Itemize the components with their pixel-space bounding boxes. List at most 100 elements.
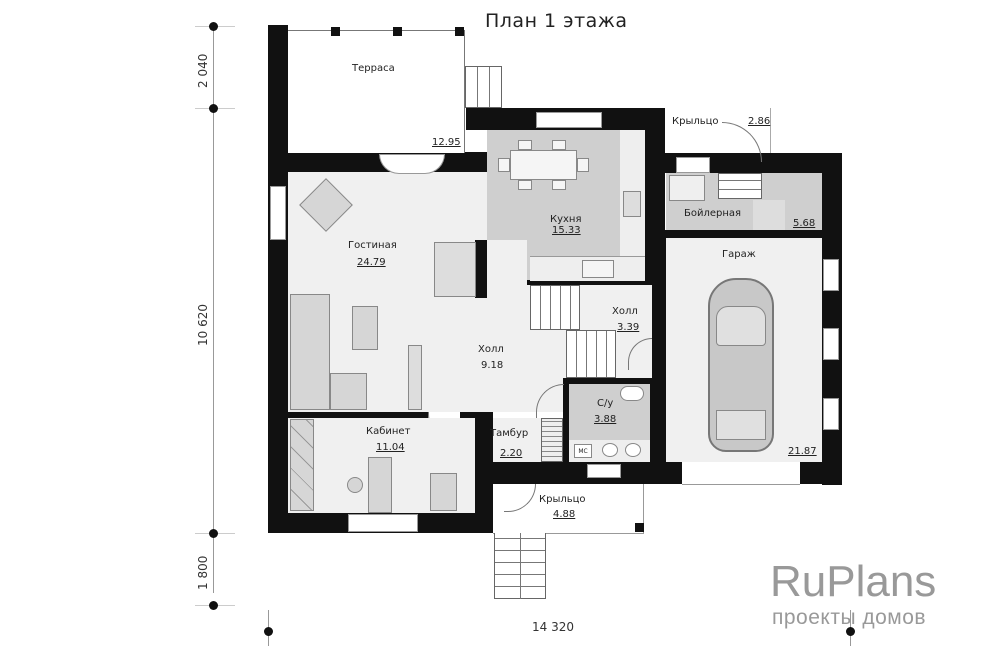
room-area-study: 11.04 bbox=[376, 442, 405, 453]
room-living-ext bbox=[475, 172, 487, 240]
tv-stand bbox=[408, 345, 422, 410]
room-area-porch-top: 2.86 bbox=[748, 116, 771, 127]
kitchen-sink bbox=[582, 260, 614, 278]
room-name-porch-top: Крыльцо bbox=[672, 116, 719, 127]
toilet-icon bbox=[620, 386, 644, 401]
dimension-point bbox=[209, 601, 218, 610]
dining-chair bbox=[518, 180, 532, 190]
wall-study-top bbox=[288, 412, 428, 418]
dimension-point bbox=[209, 529, 218, 538]
study-armchair bbox=[430, 473, 457, 511]
terrace-column bbox=[455, 27, 464, 36]
room-area-terrace: 12.95 bbox=[432, 137, 461, 148]
wall-vestibule-right bbox=[563, 380, 569, 470]
room-name-boiler: Бойлерная bbox=[684, 208, 742, 219]
corner-sofa-horizontal bbox=[330, 373, 367, 410]
terrace-column bbox=[393, 27, 402, 36]
wall-living-partition bbox=[475, 240, 487, 298]
exterior-wall-right bbox=[822, 153, 842, 485]
room-area-hall-main: 9.18 bbox=[481, 360, 504, 371]
room-area-bathroom: 3.88 bbox=[594, 414, 617, 425]
car-rear-window bbox=[716, 410, 766, 440]
garage-door-opening[interactable] bbox=[682, 462, 800, 485]
wall-boiler-bottom bbox=[652, 230, 842, 238]
room-area-vestibule: 2.20 bbox=[500, 448, 523, 459]
plan-title: План 1 этажа bbox=[485, 10, 628, 32]
room-name-living: Гостиная bbox=[348, 240, 397, 251]
window-garage-2 bbox=[823, 328, 839, 360]
dining-chair bbox=[498, 158, 510, 172]
stove bbox=[623, 191, 641, 217]
room-terrace[interactable] bbox=[288, 30, 465, 153]
boiler-unit bbox=[669, 175, 705, 201]
dining-table bbox=[510, 150, 577, 180]
room-name-bathroom: С/у bbox=[597, 398, 614, 409]
room-area-living: 24.79 bbox=[357, 257, 386, 268]
room-name-terrace: Терраса bbox=[352, 63, 395, 74]
room-name-hall-main: Холл bbox=[478, 344, 504, 355]
room-hall-main-ext bbox=[487, 240, 527, 298]
stairs-lower-flight bbox=[566, 330, 616, 378]
room-area-kitchen: 15.33 bbox=[552, 225, 581, 236]
wall-bathroom-bottom bbox=[493, 462, 663, 484]
left-dimension-line bbox=[213, 25, 214, 593]
sink-icon bbox=[625, 443, 641, 457]
wall-vestibule-left bbox=[475, 412, 493, 533]
boiler-stairs bbox=[718, 173, 762, 199]
dimension-point bbox=[846, 627, 855, 636]
dimension-point bbox=[209, 104, 218, 113]
brand-logo: RuPlans bbox=[770, 557, 937, 606]
wardrobe bbox=[290, 419, 314, 511]
fireplace bbox=[434, 242, 476, 297]
dining-chair bbox=[552, 140, 566, 150]
window-living-left bbox=[270, 186, 286, 240]
washing-machine: МС bbox=[574, 444, 592, 458]
room-name-study: Кабинет bbox=[366, 426, 411, 437]
entrance-stairs-center bbox=[520, 533, 521, 599]
corner-sofa-vertical bbox=[290, 294, 330, 410]
stairs-upper-flight bbox=[530, 285, 580, 330]
room-name-hall-small: Холл bbox=[612, 306, 638, 317]
wall-study-top-right bbox=[460, 412, 492, 418]
dining-chair bbox=[577, 158, 589, 172]
porch-column bbox=[635, 523, 644, 532]
wall-bathroom-right bbox=[650, 378, 658, 478]
room-area-boiler: 5.68 bbox=[793, 218, 816, 229]
window-garage-1 bbox=[823, 259, 839, 291]
window-kitchen bbox=[536, 112, 602, 128]
dim-left-middle: 10 620 bbox=[196, 304, 210, 346]
window-garage-3 bbox=[823, 398, 839, 430]
terrace-stairs bbox=[465, 66, 502, 108]
room-name-kitchen: Кухня bbox=[550, 214, 582, 225]
dimension-point bbox=[209, 22, 218, 31]
window-study bbox=[348, 514, 418, 532]
door-terrace[interactable] bbox=[379, 154, 445, 174]
room-name-porch-bottom: Крыльцо bbox=[539, 494, 586, 505]
boiler-passage bbox=[753, 200, 785, 230]
wall-terrace-bottom bbox=[268, 152, 488, 172]
window-bathroom bbox=[587, 464, 621, 478]
sink-icon bbox=[602, 443, 618, 457]
brand-tagline: проекты домов bbox=[772, 606, 927, 629]
room-name-garage: Гараж bbox=[722, 249, 756, 260]
desk bbox=[368, 457, 392, 513]
dim-left-top: 2 040 bbox=[196, 53, 210, 88]
wall-garage-bottom-right bbox=[800, 462, 842, 484]
room-area-hall-small: 3.39 bbox=[617, 322, 640, 333]
vestibule-shoe-rack bbox=[541, 418, 563, 462]
room-area-porch-bottom: 4.88 bbox=[553, 509, 576, 520]
exterior-wall-left bbox=[268, 25, 288, 533]
wall-hall-stair-top bbox=[527, 280, 652, 285]
dining-chair bbox=[552, 180, 566, 190]
room-name-vestibule: Тамбур bbox=[490, 428, 529, 439]
car-windshield bbox=[716, 306, 766, 346]
office-chair bbox=[347, 477, 363, 493]
room-area-garage: 21.87 bbox=[788, 446, 817, 457]
dining-chair bbox=[518, 140, 532, 150]
window-boiler bbox=[676, 157, 710, 173]
wall-bathroom-top bbox=[563, 378, 658, 384]
dim-left-bottom: 1 800 bbox=[196, 555, 210, 590]
coffee-table bbox=[352, 306, 378, 350]
dim-bottom-width: 14 320 bbox=[532, 620, 574, 634]
dimension-point bbox=[264, 627, 273, 636]
